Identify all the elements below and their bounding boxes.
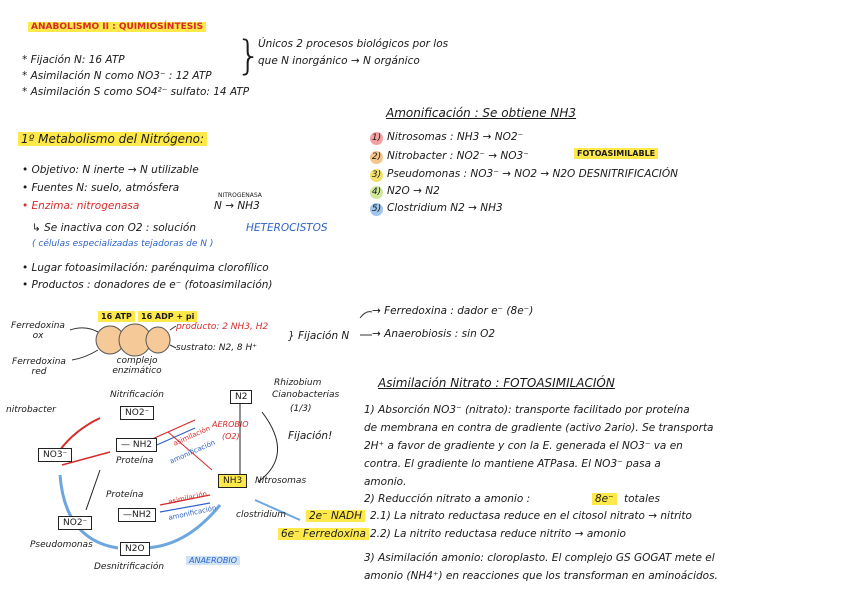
amon-item-3-text: Pseudomonas : NO3⁻ → NO2 → N2O DESNITRIF…	[387, 168, 678, 180]
producto: producto: 2 NH3, H2	[176, 322, 269, 332]
cycle-pseudomonas: Pseudomonas	[30, 540, 93, 550]
cycle-no2-bottom: NO2⁻	[58, 516, 93, 530]
section-title-asimilacion-nitrato: Asimilación Nitrato : FOTOASIMILACIÓN	[378, 376, 615, 390]
anaerobiosis: → Anaerobiosis : sin O2	[372, 328, 496, 340]
cycle-aerobio: AEROBIO	[212, 420, 249, 429]
cycle-desnitrificacion: Desnitrificación	[94, 562, 165, 572]
amon-item-4-text: N2O → N2	[387, 185, 440, 197]
cycle-nitrificacion: Nitrificación	[110, 390, 164, 400]
cycle-nh2-b: —NH2	[118, 508, 157, 522]
cycle-nh3-box: NH3	[218, 474, 248, 488]
bullet-fijacion: * Fijación N: 16 ATP	[22, 54, 125, 66]
enzima-above-arrow: NITROGENASA	[218, 192, 262, 199]
section-title-amonificacion: Amonificación : Se obtiene NH3	[386, 106, 577, 120]
nitrato-p1-d: contra. El gradiente lo mantiene ATPasa.…	[364, 458, 661, 470]
amon-item-5: 5) Clostridium N2 → NH3	[370, 202, 503, 216]
nitrato-p3-a: 3) Asimilación amonio: cloroplasto. El c…	[364, 552, 715, 564]
enzima: • Enzima: nitrogenasa	[22, 200, 140, 212]
ferredoxina-ox: Ferredoxina ox	[11, 321, 65, 341]
ferredoxina-dador: → Ferredoxina : dador e⁻ (8e⁻)	[372, 305, 534, 317]
nitrato-p2-8e: 8e⁻	[592, 493, 617, 505]
cycle-nitrosomas: Nitrosomas	[255, 476, 307, 486]
amon-item-5-text: Clostridium N2 → NH3	[387, 202, 503, 214]
cycle-ratio: (1/3)	[290, 404, 312, 414]
nitrato-p1-e: amonio.	[364, 476, 407, 488]
amon-item-1-text: Nitrosomas : NH3 → NO2⁻	[387, 131, 524, 143]
number-badge-2: 2)	[370, 151, 383, 164]
bullet-asimilacion-n: * Asimilación N como NO3⁻ : 12 ATP	[22, 70, 212, 82]
nitrato-p21: 2.1) La nitrato reductasa reduce en el c…	[370, 510, 692, 522]
cycle-n2-box: N2	[230, 390, 253, 404]
cycle-nh2: — NH2	[116, 438, 158, 452]
cycle-nitrobacter: nitrobacter	[6, 405, 56, 415]
cycle-proteina-2: Proteína	[106, 490, 144, 500]
cycle-n2o: N2O	[120, 542, 150, 556]
nitrato-p1-b: de membrana en contra de gradiente (acti…	[364, 422, 714, 434]
amon-item-2: 2) Nitrobacter : NO2⁻ → NO3⁻	[370, 150, 529, 164]
celulas-especializadas: ( células especializadas tejadoras de N …	[32, 239, 214, 249]
cycle-no3: NO3⁻	[38, 448, 73, 462]
nitrato-nadh: 2e⁻ NADH	[306, 510, 366, 522]
objetivo: • Objetivo: N inerte → N utilizable	[22, 164, 199, 176]
number-badge-1: 1)	[370, 132, 383, 145]
page-title: ANABOLISMO II : QUIMIOSÍNTESIS	[28, 22, 207, 32]
amon-item-2-text: Nitrobacter : NO2⁻ → NO3⁻	[387, 150, 529, 162]
fijacion-n: } Fijación N	[288, 330, 350, 342]
complejo-enzimatico: complejo enzimático	[112, 356, 162, 376]
productos: • Productos : donadores de e⁻ (fotoasimi…	[22, 279, 273, 291]
bullet-asimilacion-s: * Asimilación S como SO4²⁻ sulfato: 14 A…	[22, 86, 250, 98]
cycle-o2: (O2)	[222, 432, 240, 441]
cycle-rhizobium: Rhizobium	[274, 378, 322, 388]
number-badge-4: 4)	[370, 186, 383, 199]
nitrato-p3-b: amonio (NH4⁺) en reacciones que los tran…	[364, 570, 718, 582]
nitrato-p2: 2) Reducción nitrato a amonio :	[364, 493, 531, 505]
nitrato-ferredoxina: 6e⁻ Ferredoxina	[278, 528, 369, 540]
nitrato-p1-a: 1) Absorción NO3⁻ (nitrato): transporte …	[364, 404, 690, 416]
amon-item-1: 1) Nitrosomas : NH3 → NO2⁻	[370, 131, 523, 145]
brace-note-1: Únicos 2 procesos biológicos por los	[258, 38, 449, 50]
number-badge-3: 3)	[370, 169, 383, 182]
fotoasimilable-tag: FOTOASIMILABLE	[574, 148, 659, 159]
number-badge-5: 5)	[370, 203, 383, 216]
cycle-clostridium: clostridium	[236, 510, 287, 520]
enzima-result: N → NH3	[214, 200, 260, 212]
nitrato-p22: 2.2) La nitrito reductasa reduce nitrito…	[370, 528, 626, 540]
section-title-metabolismo: 1º Metabolismo del Nitrógeno:	[18, 132, 208, 146]
atp-tag: 16 ATP	[98, 311, 135, 322]
inactiva-o2: ↳ Se inactiva con O2 : solución	[32, 222, 196, 234]
cycle-proteina: Proteína	[116, 456, 154, 466]
sustrato: sustrato: N2, 8 H⁺	[176, 343, 258, 353]
heterocistos: HETEROCISTOS	[246, 222, 328, 234]
ferredoxina-red: Ferredoxina red	[12, 357, 66, 377]
cycle-fijacion: Fijación!	[288, 430, 333, 442]
adp-tag: 16 ADP + pi	[138, 311, 198, 322]
cycle-no2-top: NO2⁻	[120, 406, 155, 420]
curly-brace: }	[236, 33, 262, 79]
amon-item-3: 3) Pseudomonas : NO3⁻ → NO2 → N2O DESNITR…	[370, 168, 678, 182]
enzyme-complex-icon	[95, 323, 171, 357]
lugar-fotoasimilacion: • Lugar fotoasimilación: parénquima clor…	[22, 262, 269, 274]
cycle-cianobacterias: Cianobacterias	[272, 390, 340, 400]
brace-note-2: que N inorgánico → N orgánico	[258, 55, 420, 67]
nitrato-p2-tail: totales	[624, 493, 660, 505]
amon-item-4: 4) N2O → N2	[370, 185, 440, 199]
nitrato-p1-c: 2H⁺ a favor de gradiente y con la E. gen…	[364, 440, 683, 452]
fuentes: • Fuentes N: suelo, atmósfera	[22, 182, 180, 194]
cycle-anaerobio: ANAEROBIO	[186, 556, 240, 565]
